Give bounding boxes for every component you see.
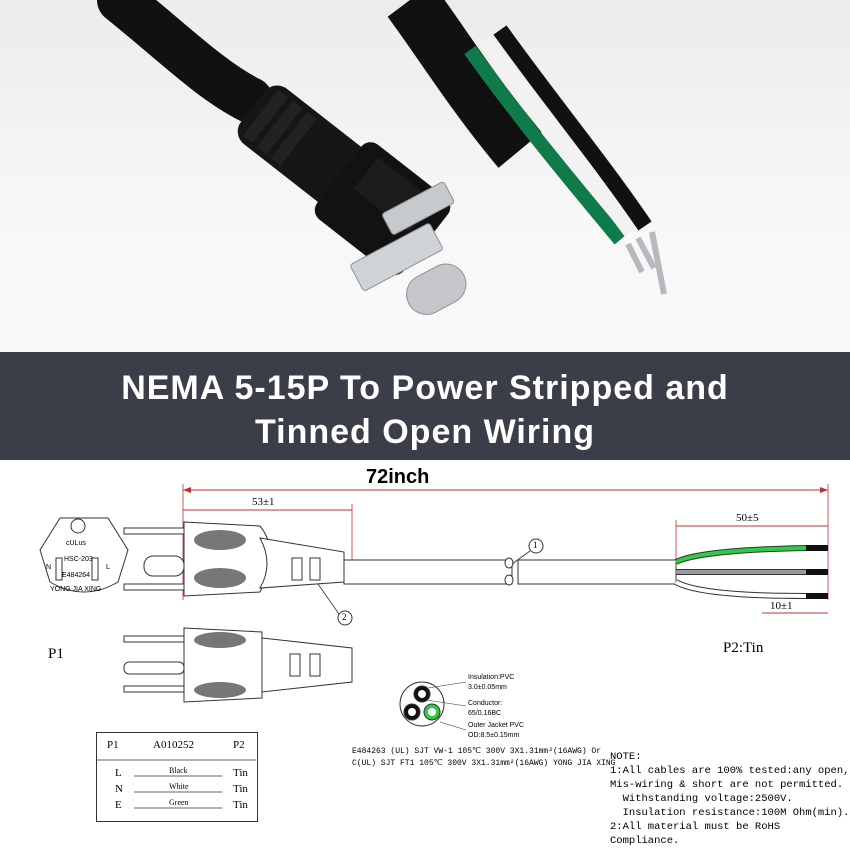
insulation-label: Insulation:PVC (468, 674, 515, 681)
plug-face-l: L (106, 564, 110, 571)
cable-spec-line-2: C(UL) SJT FT1 105℃ 300V 3X1.31mm²(16AWG)… (352, 759, 616, 768)
table-row-wire: White (169, 782, 189, 791)
cable-spec-line-1: E484263 (UL) SJT VW-1 105℃ 300V 3X1.31mm… (352, 747, 602, 756)
note-line: Withstanding voltage:2500V. (610, 793, 793, 805)
note-line: 1:All cables are 100% tested:any open, (610, 765, 850, 777)
table-row-pin: N (115, 783, 123, 795)
overall-length-label: 72inch (366, 466, 430, 488)
notes: NOTE: 1:All cables are 100% tested:any o… (610, 750, 849, 848)
plug-face-model: HSC-203 (64, 556, 93, 563)
technical-drawing: 72inch 53±1 50±5 10±1 1 2 cULus HSC-203 … (0, 460, 850, 850)
table-header-p1: P1 (107, 739, 119, 751)
jacket-label: Outer Jacket PVC (468, 722, 525, 729)
title-line-2: Tinned Open Wiring (254, 413, 596, 451)
plug-face-maker: YONG JIA XING (50, 586, 102, 593)
drawing-lines (39, 484, 829, 809)
note-line: NOTE: (610, 751, 642, 763)
conductor-value: 65/0.16BC (468, 710, 502, 717)
note-line: Insulation resistance:100M Ohm(min). (610, 807, 850, 819)
plug-face-file: E484264 (62, 572, 91, 579)
table-row-wire: Black (169, 766, 188, 775)
table-header-p2: P2 (233, 739, 245, 751)
table-header-part: A010252 (153, 739, 194, 751)
tin-length-dimension: 10±1 (770, 600, 793, 612)
wiring-table: P1 A010252 P2 L Black Tin N White Tin E … (96, 732, 258, 822)
note-line: Compliance. (610, 835, 680, 847)
conductor-label: Conductor: (468, 700, 503, 707)
plug-face-n: N (46, 564, 52, 571)
table-row-wire: Green (169, 798, 189, 807)
jacket-value: OD:8.5±0.15mm (468, 732, 520, 739)
plug-cable-photo (97, 0, 667, 315)
callout-1: 1 (533, 540, 538, 550)
plug-face-cert: cULus (66, 540, 86, 547)
p1-label: P1 (48, 646, 64, 662)
product-photo (0, 0, 850, 352)
strip-length-dimension: 50±5 (736, 512, 759, 524)
insulation-value: 3.0±0.05mm (468, 684, 507, 691)
callout-2: 2 (342, 612, 347, 622)
title-line-1: NEMA 5-15P To Power Stripped and (121, 369, 729, 407)
table-row-end: Tin (233, 799, 248, 811)
plug-length-dimension: 53±1 (252, 496, 275, 508)
table-row-end: Tin (233, 783, 248, 795)
cable-spec: E484263 (UL) SJT VW-1 105℃ 300V 3X1.31mm… (352, 746, 615, 770)
title-banner: NEMA 5-15P To Power Stripped and Tinned … (0, 352, 850, 460)
note-line: 2:All material must be RoHS (610, 821, 781, 833)
table-row-pin: L (115, 767, 122, 779)
table-row-end: Tin (233, 767, 248, 779)
note-line: Mis-wiring & short are not permitted. (610, 779, 844, 791)
p2-label: P2:Tin (723, 640, 764, 656)
table-row-pin: E (115, 799, 122, 811)
